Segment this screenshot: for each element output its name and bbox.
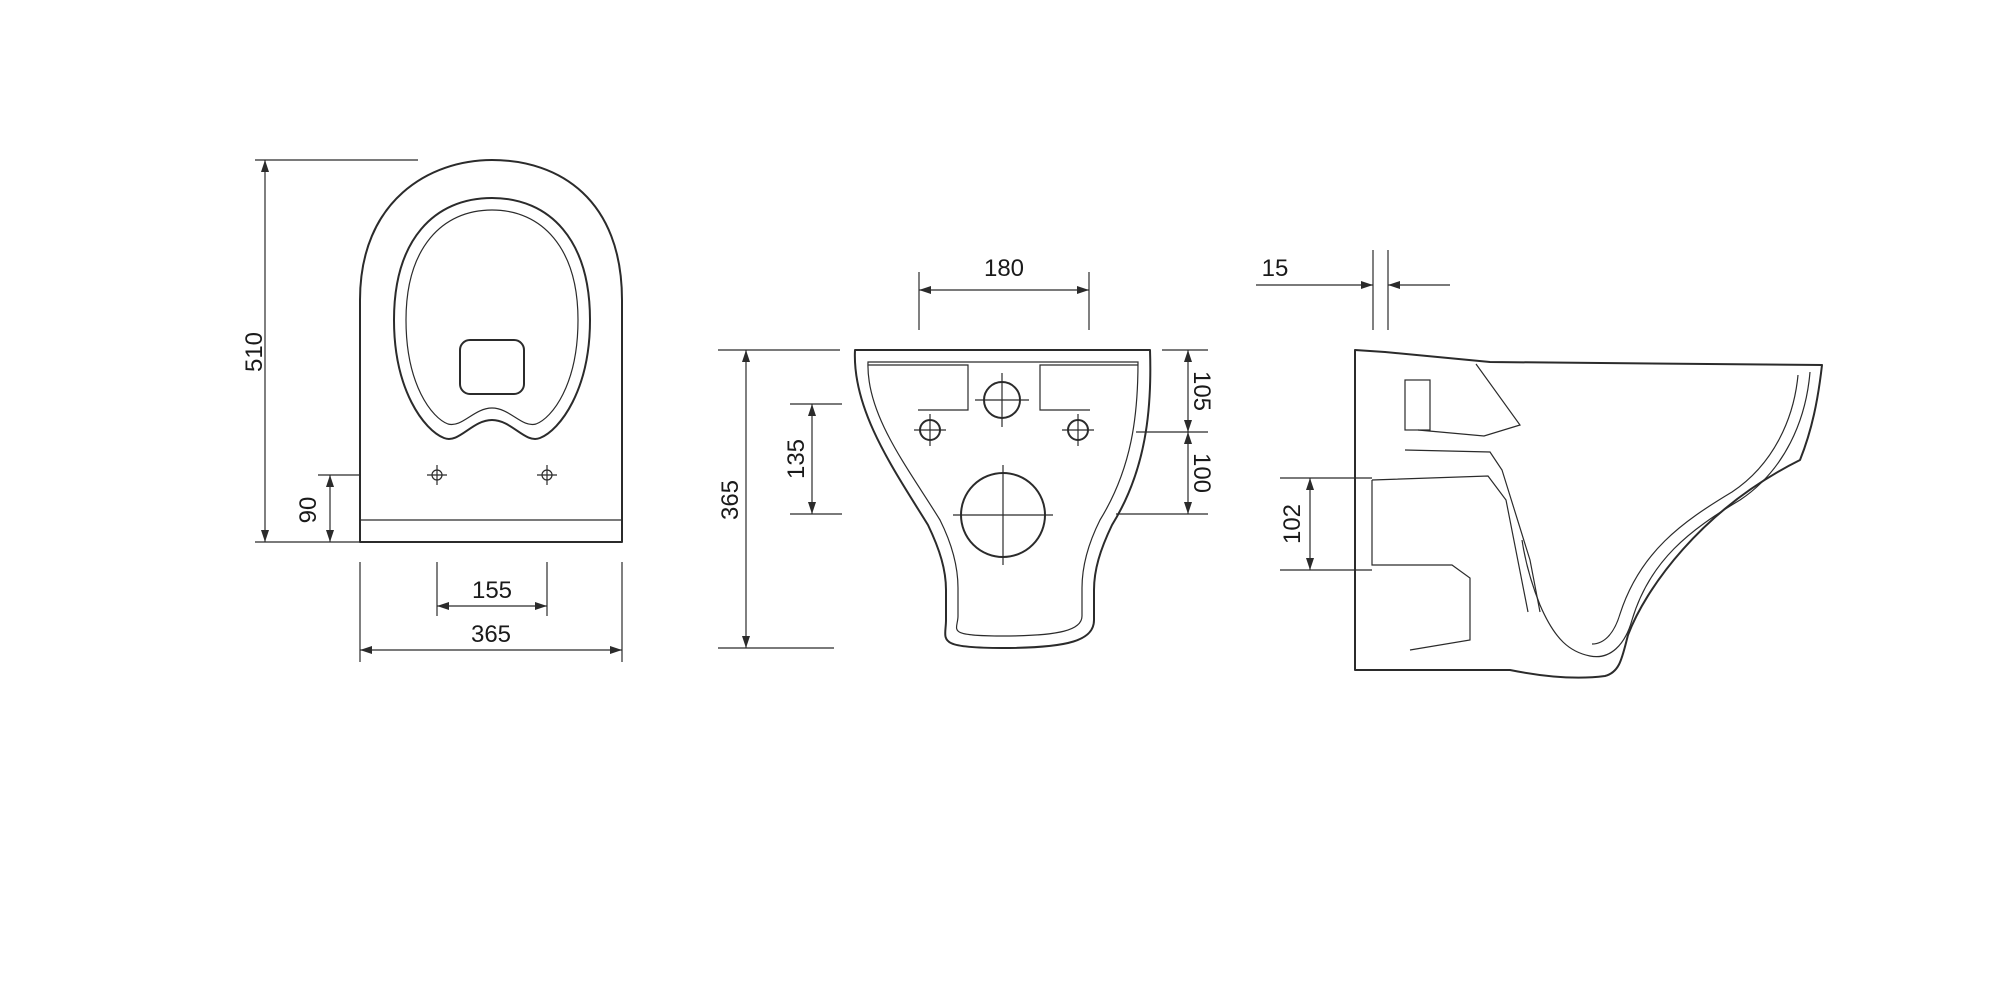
- bowl-inner-contour-2: [1591, 374, 1799, 645]
- dim-inlet-height: 105: [1136, 349, 1215, 433]
- top-view: 510 90 155 365: [241, 159, 623, 662]
- dim-fixing-offset: 90: [295, 474, 360, 542]
- bolt-hole-right: [1062, 414, 1094, 446]
- siphon-trap: [1371, 480, 1471, 651]
- inlet-connector: [1404, 379, 1431, 431]
- dim-width: 365: [359, 562, 623, 662]
- rear-view-inner-outline: [867, 361, 1139, 637]
- dim-wall-gap-label: 15: [1262, 255, 1289, 282]
- inlet-hole: [975, 373, 1029, 427]
- dim-height: 365: [717, 349, 840, 649]
- rear-view: 180 365 135 105 100: [717, 255, 1215, 649]
- dim-bolt-height: 135: [783, 403, 842, 515]
- dim-outlet-height: 100: [1116, 432, 1215, 515]
- siphon-outlet: [1371, 475, 1529, 613]
- dim-fixing-offset-label: 90: [295, 497, 322, 524]
- siphon-upper: [1404, 449, 1541, 613]
- dim-outlet-offset-label: 102: [1279, 504, 1306, 544]
- top-view-outline: [359, 159, 623, 543]
- dim-width-label: 365: [471, 621, 511, 648]
- dim-wall-gap: 15: [1256, 250, 1450, 330]
- dim-length: 510: [241, 159, 418, 543]
- flush-outlet: [459, 339, 525, 395]
- dim-bolt-height-label: 135: [783, 439, 810, 479]
- bolt-hole-left: [914, 414, 946, 446]
- bowl-inner-contour: [1521, 371, 1811, 658]
- rear-cavity-left: [868, 364, 969, 411]
- bowl-rim-inner: [405, 209, 579, 426]
- dim-length-label: 510: [241, 332, 268, 372]
- dim-fixing-spacing: 155: [436, 562, 548, 616]
- dim-outlet-height-label: 100: [1188, 453, 1215, 493]
- rear-cavity-right: [1039, 364, 1138, 411]
- rear-view-outline: [853, 349, 1152, 649]
- dim-height-label: 365: [717, 480, 744, 520]
- side-view-outline: [1354, 349, 1823, 679]
- dim-bolt-spacing: 180: [918, 255, 1090, 330]
- dim-fixing-spacing-label: 155: [472, 577, 512, 604]
- bowl-rim-outer: [393, 197, 591, 440]
- flush-channel: [1417, 363, 1521, 437]
- dim-inlet-height-label: 105: [1188, 371, 1215, 411]
- dim-outlet-offset: 102: [1279, 477, 1372, 571]
- fixing-hole-left: [427, 465, 447, 485]
- fixing-hole-right: [537, 465, 557, 485]
- side-view: 15 102: [1256, 250, 1823, 679]
- outlet-hole: [953, 465, 1053, 565]
- dim-bolt-spacing-label: 180: [984, 255, 1024, 282]
